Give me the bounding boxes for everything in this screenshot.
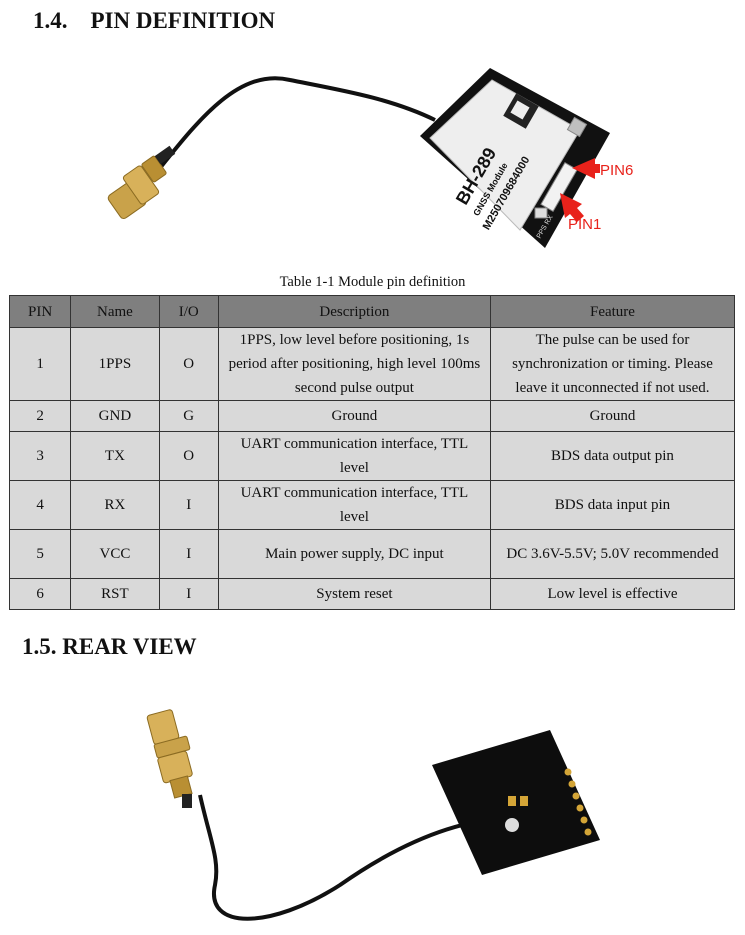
cell-pin: 2: [8, 400, 72, 432]
cell-io: O: [158, 327, 219, 401]
smd-component: [534, 207, 548, 219]
cell-name: GND: [70, 400, 160, 432]
cell-name: RX: [70, 480, 160, 530]
header-description: Description: [217, 295, 491, 328]
table-row: 2 GND G Ground Ground: [8, 400, 736, 432]
table-caption: Table 1-1 Module pin definition: [279, 274, 466, 290]
table-row: 4 RX I UART communication interface, TTL…: [8, 480, 736, 530]
cell-io: I: [158, 480, 219, 530]
cell-feature: Ground: [489, 400, 736, 432]
solder-pad: [505, 818, 519, 832]
cell-pin: 4: [8, 480, 72, 530]
sma-connector: [146, 709, 193, 808]
antenna-cable: [158, 76, 436, 170]
cell-description: Ground: [217, 400, 491, 432]
antenna-cable: [198, 794, 511, 921]
table-row: 1 1PPS O 1PPS, low level before position…: [8, 327, 736, 401]
cell-pin: 6: [8, 578, 72, 610]
pin-definition-table: PIN Name I/O Description Feature 1 1PPS …: [8, 295, 736, 610]
cell-feature: The pulse can be used for synchronizatio…: [489, 327, 736, 401]
cell-pin: 3: [8, 431, 72, 481]
header-io: I/O: [158, 295, 219, 328]
table-header-row: PIN Name I/O Description Feature: [8, 295, 736, 328]
table-row: 6 RST I System reset Low level is effect…: [8, 578, 736, 610]
cell-pin: 5: [8, 529, 72, 579]
pin6-arrow-icon: [572, 158, 600, 179]
cell-io: I: [158, 529, 219, 579]
cell-feature: BDS data input pin: [489, 480, 736, 530]
cell-name: TX: [70, 431, 160, 481]
cell-description: Main power supply, DC input: [217, 529, 491, 579]
pin6-label: PIN6: [600, 162, 633, 179]
table-row: 3 TX O UART communication interface, TTL…: [8, 431, 736, 481]
cell-feature: BDS data output pin: [489, 431, 736, 481]
cell-io: G: [158, 400, 219, 432]
header-pin: PIN: [8, 295, 72, 328]
module-rear-image: [146, 709, 600, 921]
pin-pads: [564, 768, 592, 836]
header-name: Name: [70, 295, 160, 328]
cell-feature: DC 3.6V-5.5V; 5.0V recommended: [489, 529, 736, 579]
cell-name: VCC: [70, 529, 160, 579]
ufl-connector: [566, 116, 588, 138]
section-heading-pin-definition: 1.4. PIN DEFINITION: [33, 8, 276, 33]
pin1-arrow-icon: [560, 193, 584, 222]
cell-description: 1PPS, low level before positioning, 1s p…: [217, 327, 491, 401]
cell-feature: Low level is effective: [489, 578, 736, 610]
cell-name: RST: [70, 578, 160, 610]
gnss-module-rear-board: [432, 730, 600, 875]
cell-description: System reset: [217, 578, 491, 610]
cell-io: O: [158, 431, 219, 481]
cell-io: I: [158, 578, 219, 610]
header-feature: Feature: [489, 295, 736, 328]
pin1-label: PIN1: [568, 216, 601, 233]
cell-pin: 1: [8, 327, 72, 401]
module-front-image: BH-289 GNSS Module M250709684000 PPS RX …: [107, 68, 633, 248]
cell-name: 1PPS: [70, 327, 160, 401]
sma-connector: [107, 145, 176, 220]
cell-description: UART communication interface, TTL level: [217, 480, 491, 530]
table-row: 5 VCC I Main power supply, DC input DC 3…: [8, 529, 736, 579]
cell-description: UART communication interface, TTL level: [217, 431, 491, 481]
section-heading-rear-view: 1.5. REAR VIEW: [22, 634, 197, 659]
